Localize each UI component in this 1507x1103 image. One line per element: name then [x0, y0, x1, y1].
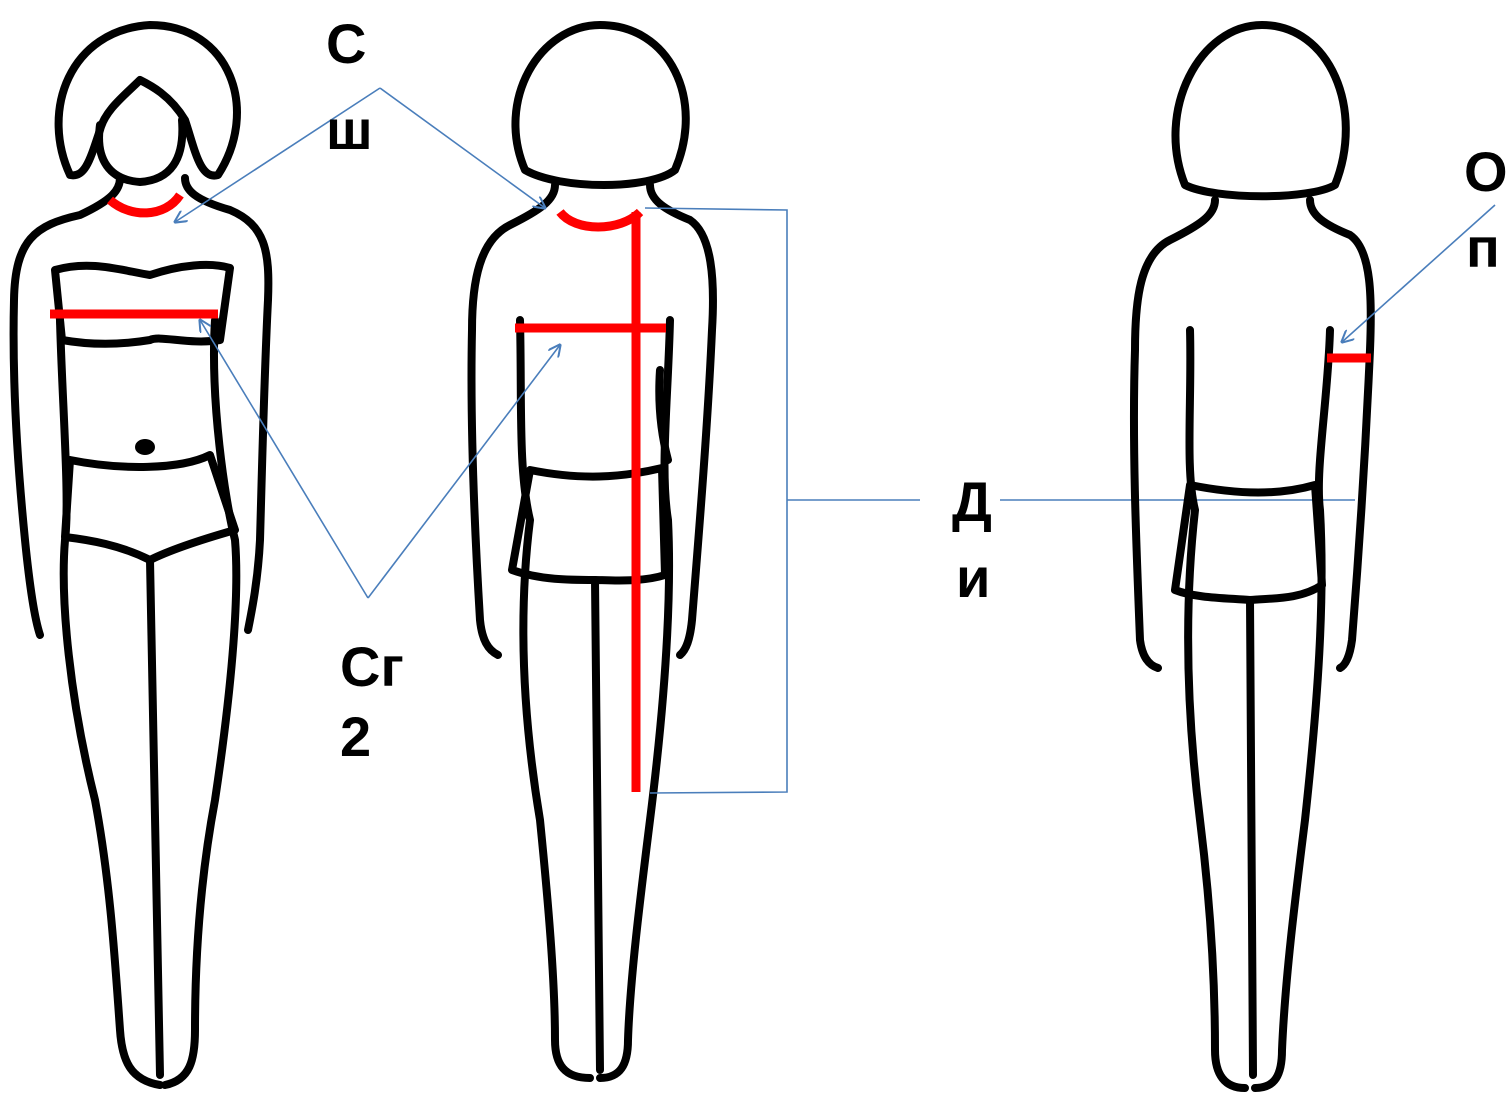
length-label-line2: и [956, 546, 990, 610]
neck-label-line1: С [326, 12, 366, 76]
chest-pointer-front [200, 320, 368, 598]
chest-label-line1: Сг [340, 635, 404, 699]
neck-measure-back [560, 212, 640, 227]
chest-label-line2: 2 [340, 705, 371, 769]
body-outline-back-2 [1134, 200, 1371, 1088]
shorts-back [512, 468, 665, 581]
briefs [65, 455, 235, 560]
figure-back-arm [1134, 25, 1371, 1088]
navel [139, 443, 151, 451]
hair-back [515, 25, 685, 185]
length-label-line1: Д [952, 470, 992, 534]
neck-label-line2: ш [326, 98, 373, 162]
arm-label-line2: п [1466, 216, 1500, 280]
figure-back-length [471, 25, 712, 1078]
hair-back-2 [1175, 25, 1345, 196]
hair [59, 25, 237, 176]
arm-label-line1: О [1464, 140, 1507, 204]
figure-front [14, 25, 269, 1085]
body-outline-back [471, 185, 712, 1078]
face [99, 120, 182, 182]
bra [55, 265, 230, 344]
neck-measure [110, 195, 180, 213]
